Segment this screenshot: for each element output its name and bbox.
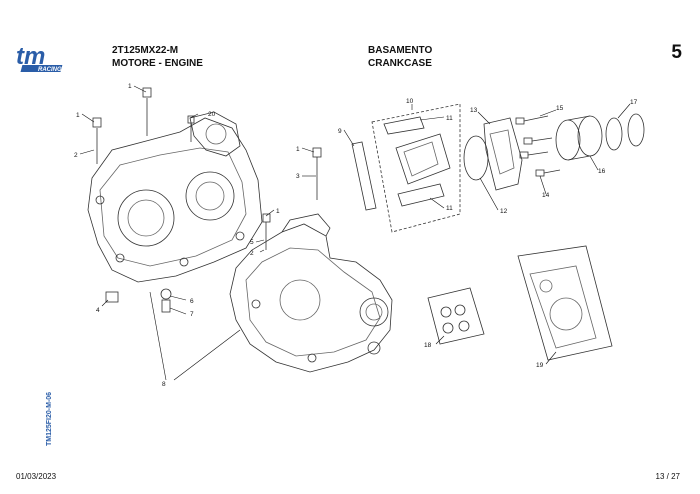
callout-6: 6 [190, 298, 194, 305]
callout-1: 1 [276, 208, 280, 215]
callout-11: 11 [446, 205, 453, 212]
callout-12: 12 [500, 208, 508, 215]
group-name: MOTORE - ENGINE [112, 58, 203, 69]
callout-15: 15 [556, 105, 564, 112]
section-title-it: BASAMENTO [368, 45, 433, 56]
callout-10: 10 [406, 98, 414, 105]
header-left: 2T125MX22-M MOTORE - ENGINE [112, 44, 203, 70]
left-crankcase-drawing [87, 111, 263, 283]
callout-1: 1 [128, 83, 132, 90]
intake-manifold-drawing [515, 113, 645, 177]
callout-14: 14 [542, 192, 550, 199]
section-title-en: CRANKCASE [368, 58, 432, 69]
callout-1: 1 [76, 112, 80, 119]
callout-labels: 1 1 1 1 2 2 3 4 5 6 7 8 9 10 11 11 12 13… [74, 83, 638, 388]
callout-1: 1 [296, 146, 300, 153]
callout-4: 4 [96, 307, 100, 314]
callout-7: 7 [190, 311, 194, 318]
leader-lines [79, 85, 631, 381]
right-crankcase-drawing [229, 213, 393, 373]
callout-20: 20 [208, 111, 216, 118]
callout-5: 5 [250, 239, 254, 246]
footer-page-number: 13 / 27 [655, 472, 680, 481]
callout-2: 2 [74, 152, 78, 159]
callout-18: 18 [424, 342, 432, 349]
callout-11: 11 [446, 115, 453, 122]
gasket-kits-drawing [427, 245, 613, 361]
callout-3: 3 [296, 173, 300, 180]
model-code: 2T125MX22-M [112, 45, 179, 56]
callout-9: 9 [338, 128, 342, 135]
reed-valve-drawing [351, 103, 523, 233]
callout-8: 8 [162, 381, 166, 388]
studs-and-bolts-drawing [92, 87, 322, 313]
callout-16: 16 [598, 168, 606, 175]
footer-date: 01/03/2023 [16, 472, 57, 481]
svg-text:RACING: RACING [38, 67, 62, 73]
section-number: 5 [671, 42, 682, 63]
callout-19: 19 [536, 362, 544, 369]
callout-17: 17 [630, 99, 638, 106]
callout-2: 2 [250, 250, 254, 257]
header-center: BASAMENTO CRANKCASE [368, 44, 432, 70]
callout-13: 13 [470, 107, 478, 114]
tm-racing-logo: tm RACING [16, 44, 63, 73]
